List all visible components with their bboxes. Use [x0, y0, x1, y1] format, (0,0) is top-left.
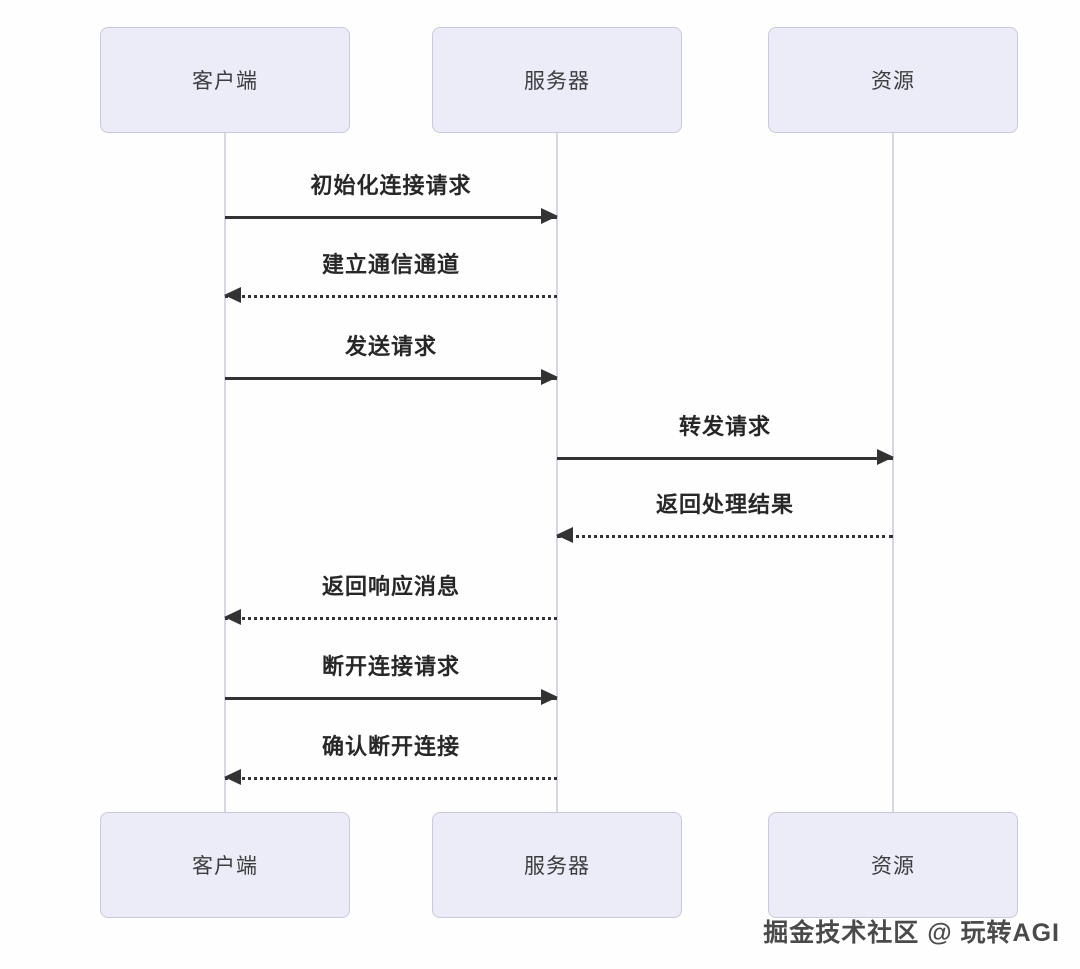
actor-label-client: 客户端 — [192, 70, 258, 93]
message-send-request: 发送请求 — [225, 331, 558, 385]
message-return-result: 返回处理结果 — [556, 489, 893, 543]
lifeline-server — [556, 133, 558, 812]
message-label: 断开连接请求 — [321, 654, 460, 679]
message-line-solid — [225, 216, 557, 219]
message-line-dotted — [557, 535, 893, 538]
message-label: 初始化连接请求 — [310, 173, 472, 198]
actor-label-server: 服务器 — [524, 855, 590, 878]
message-line-solid — [225, 377, 557, 380]
message-label: 返回处理结果 — [655, 492, 794, 517]
arrowhead-right-icon — [541, 369, 558, 385]
arrowhead-left-icon — [224, 287, 241, 303]
lifeline-resource — [892, 133, 894, 812]
message-label: 返回响应消息 — [321, 574, 460, 599]
actor-box-server-bottom: 服务器 — [432, 812, 682, 918]
arrowhead-right-icon — [541, 208, 558, 224]
message-init-connection: 初始化连接请求 — [225, 170, 558, 224]
message-forward-request: 转发请求 — [557, 411, 894, 465]
arrowhead-right-icon — [541, 689, 558, 705]
actor-box-client-bottom: 客户端 — [100, 812, 350, 918]
actor-box-server-top: 服务器 — [432, 27, 682, 133]
message-line-dotted — [225, 777, 557, 780]
arrowhead-right-icon — [877, 449, 894, 465]
message-line-dotted — [225, 295, 557, 298]
message-label: 发送请求 — [344, 334, 437, 359]
actor-box-resource-top: 资源 — [768, 27, 1018, 133]
actor-box-client-top: 客户端 — [100, 27, 350, 133]
actor-label-resource: 资源 — [871, 70, 915, 93]
actor-label-client: 客户端 — [192, 855, 258, 878]
arrowhead-left-icon — [224, 769, 241, 785]
actor-box-resource-bottom: 资源 — [768, 812, 1018, 918]
arrowhead-left-icon — [556, 527, 573, 543]
lifeline-client — [224, 133, 226, 812]
message-line-solid — [225, 697, 557, 700]
message-line-solid — [557, 457, 893, 460]
actor-label-server: 服务器 — [524, 70, 590, 93]
message-label: 建立通信通道 — [321, 252, 460, 277]
message-return-response: 返回响应消息 — [224, 571, 557, 625]
message-confirm-disconnect: 确认断开连接 — [224, 731, 557, 785]
message-label: 确认断开连接 — [321, 734, 460, 759]
message-line-dotted — [225, 617, 557, 620]
message-disconnect-request: 断开连接请求 — [225, 651, 558, 705]
watermark: 掘金技术社区 @ 玩转AGI — [763, 919, 1060, 947]
message-label: 转发请求 — [678, 414, 771, 439]
actor-label-resource: 资源 — [871, 855, 915, 878]
message-establish-channel: 建立通信通道 — [224, 249, 557, 303]
arrowhead-left-icon — [224, 609, 241, 625]
